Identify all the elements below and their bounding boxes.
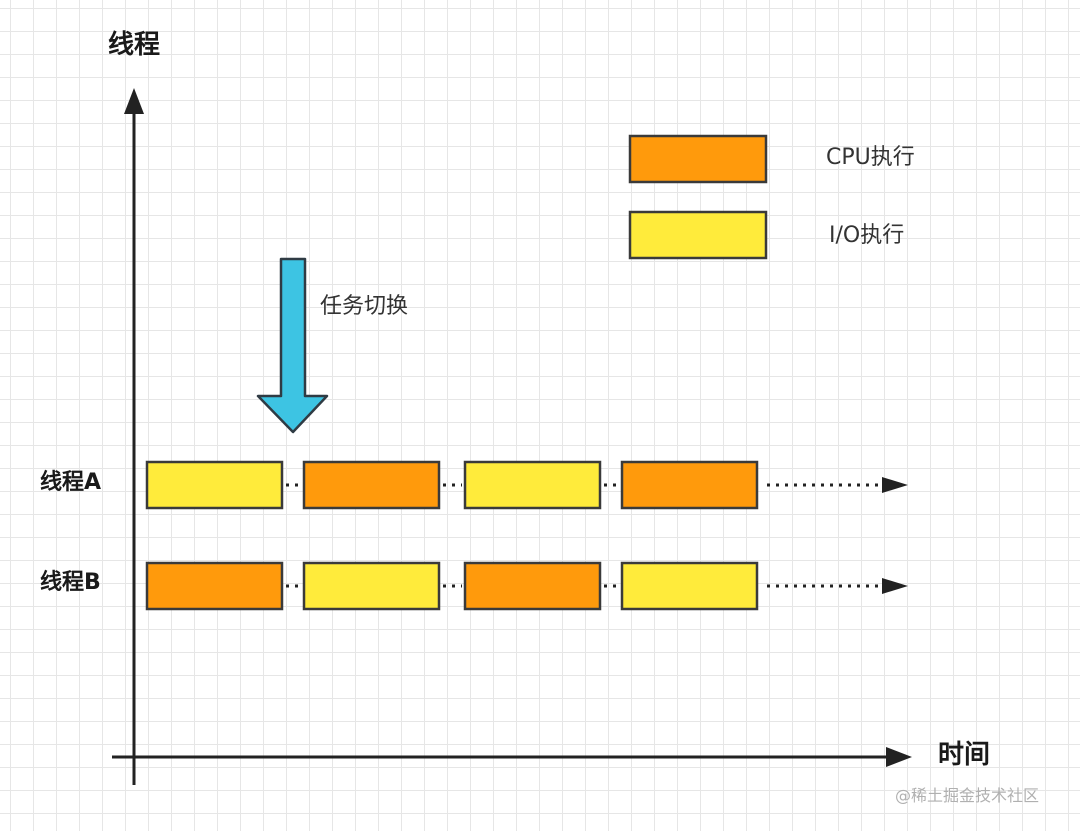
legend-swatch-io bbox=[628, 210, 768, 260]
thread-b-block-2-io bbox=[302, 561, 441, 611]
task-switch-label: 任务切换 bbox=[320, 294, 409, 319]
thread-a-block-4-cpu bbox=[620, 460, 759, 510]
thread-b-block-1-cpu bbox=[145, 561, 284, 611]
row-label-thread-a: 线程A bbox=[40, 470, 102, 495]
row-label-thread-b: 线程B bbox=[40, 570, 101, 595]
thread-rows bbox=[145, 460, 908, 611]
y-axis-title: 线程 bbox=[108, 30, 161, 60]
legend-label-cpu: CPU执行 bbox=[826, 145, 915, 170]
x-axis-title: 时间 bbox=[938, 740, 991, 770]
task-switch-arrow-icon bbox=[256, 257, 329, 434]
y-axis-arrowhead bbox=[124, 88, 144, 114]
watermark: @稀土掘金技术社区 bbox=[895, 786, 1040, 805]
legend-label-io: I/O执行 bbox=[829, 223, 905, 248]
thread-a-block-1-io bbox=[145, 460, 284, 510]
thread-b-block-4-io bbox=[620, 561, 759, 611]
timeline-arrowhead bbox=[882, 477, 908, 493]
thread-a-block-2-cpu bbox=[302, 460, 441, 510]
thread-b-block-3-cpu bbox=[463, 561, 602, 611]
timeline-arrowhead bbox=[882, 578, 908, 594]
x-axis-arrowhead bbox=[886, 747, 912, 767]
legend-swatch-cpu bbox=[628, 134, 768, 184]
thread-a-block-3-io bbox=[463, 460, 602, 510]
